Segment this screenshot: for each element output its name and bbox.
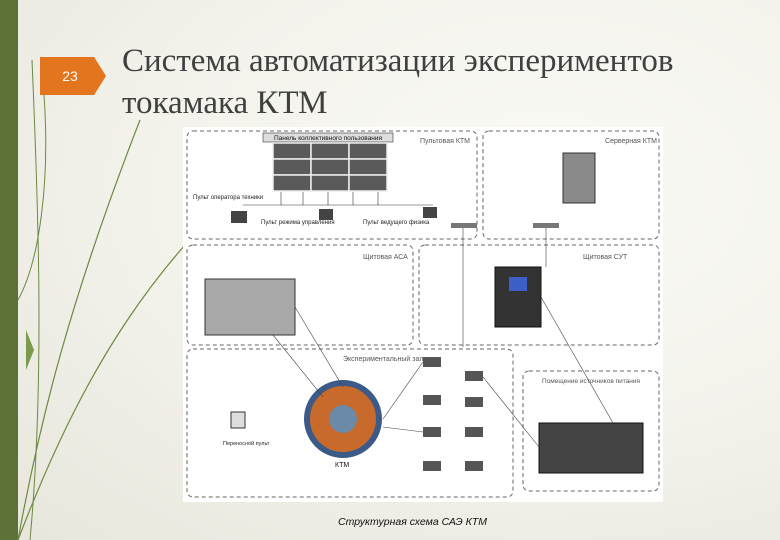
sut-label: Щитовая СУТ bbox=[583, 254, 628, 261]
structure-diagram: Пультовая КТМ Панель коллективного польз… bbox=[183, 127, 663, 502]
left-accent-bar bbox=[0, 0, 18, 540]
server-room-zone bbox=[482, 130, 660, 240]
slide-number: 23 bbox=[40, 57, 106, 95]
hall-devices bbox=[423, 357, 483, 471]
title-line-1: Система автоматизации экспериментов bbox=[122, 43, 674, 79]
server-room-label: Серверная КТМ bbox=[605, 138, 657, 145]
panel-title: Панель коллективного пользования bbox=[274, 135, 383, 142]
mode-monitor-icon bbox=[319, 209, 333, 220]
hall-zone bbox=[186, 348, 514, 498]
sut-rack-icon bbox=[494, 266, 542, 328]
slide-title: Система автоматизации экспериментов тока… bbox=[122, 40, 762, 124]
control-room-label: Пультовая КТМ bbox=[420, 138, 470, 145]
power-room-label: Помещение источников питания bbox=[542, 378, 640, 385]
acs-zone bbox=[186, 244, 414, 346]
server-rack-icon bbox=[562, 152, 596, 204]
ktm-label: КТМ bbox=[335, 462, 349, 469]
acs-label: Щитовая АСА bbox=[363, 254, 408, 261]
sut-zone bbox=[418, 244, 660, 346]
hall-label: Экспериментальный зал bbox=[343, 355, 423, 363]
decorative-lines bbox=[17, 59, 186, 540]
leader-monitor-icon bbox=[423, 207, 437, 218]
panel-header bbox=[262, 132, 394, 143]
operator-monitor-icon bbox=[231, 211, 247, 223]
remote-console-icon bbox=[230, 411, 246, 429]
diagram-caption: Структурная схема САЭ КТМ bbox=[338, 516, 488, 528]
power-room-zone bbox=[522, 370, 660, 492]
switch-icon bbox=[451, 223, 477, 228]
acs-rack-icon bbox=[204, 278, 296, 336]
remote-console-label: Переносной пульт bbox=[223, 440, 270, 447]
server-switch-icon bbox=[533, 223, 559, 228]
title-line-2: токамака КТМ bbox=[122, 85, 328, 121]
mode-console-label: Пульт режима управления bbox=[261, 220, 335, 226]
tokamak-core bbox=[329, 405, 357, 433]
connection-lines bbox=[272, 228, 614, 448]
power-rack-icon bbox=[538, 422, 644, 474]
diagram-canvas: Пультовая КТМ Панель коллективного польз… bbox=[186, 130, 660, 498]
leader-console-label: Пульт ведущего физика bbox=[363, 220, 430, 226]
display-wall bbox=[272, 142, 388, 192]
sut-screen bbox=[509, 277, 527, 291]
display-arrows bbox=[243, 192, 433, 206]
operator-console-label: Пульт оператора техники bbox=[193, 195, 263, 201]
